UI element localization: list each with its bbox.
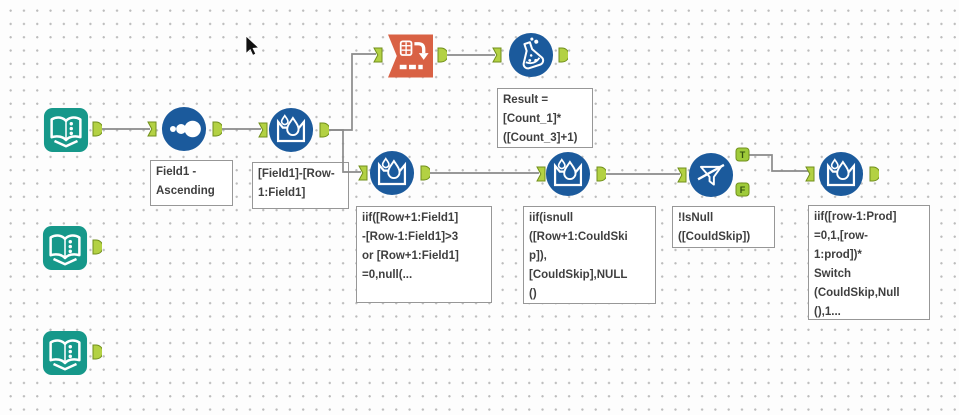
input-anchor[interactable] [373, 47, 383, 63]
output-anchor[interactable] [92, 239, 103, 255]
multi-row-formula-icon[interactable] [545, 151, 591, 197]
input-data-book-icon[interactable] [42, 225, 88, 271]
filter-false-label: F [740, 185, 746, 195]
annotation-filter[interactable]: !IsNull ([CouldSkip]) [672, 206, 775, 248]
output-anchor[interactable] [558, 47, 569, 63]
input-data-book-icon[interactable] [43, 107, 89, 153]
input-anchor[interactable] [358, 165, 368, 181]
filter-true-anchor[interactable]: T [735, 147, 750, 162]
multi-row-formula-icon[interactable] [369, 150, 415, 196]
connection-mrf1-mrf2[interactable] [329, 129, 361, 173]
annotation-multi-row-formula-2[interactable]: iif([Row+1:Field1] -[Row-1:Field1]>3 or … [356, 206, 492, 303]
output-anchor[interactable] [92, 121, 103, 137]
output-anchor[interactable] [420, 165, 431, 181]
annotation-multi-row-formula-4[interactable]: iif([row-1:Prod] =0,1,[row- 1:prod])* Sw… [808, 205, 930, 320]
connection-filter-true-mrf4[interactable] [749, 154, 808, 172]
input-anchor[interactable] [805, 166, 815, 182]
input-anchor[interactable] [258, 122, 268, 138]
annotation-multi-row-formula-3[interactable]: iif(isnull ([Row+1:CouldSki p]), [CouldS… [523, 206, 656, 304]
input-anchor[interactable] [677, 167, 687, 183]
output-anchor[interactable] [869, 166, 880, 182]
output-anchor[interactable] [596, 166, 607, 182]
output-anchor[interactable] [92, 344, 103, 360]
output-anchor[interactable] [212, 121, 223, 137]
connection-mrf1-transpose[interactable] [329, 53, 376, 131]
filter-false-anchor[interactable]: F [735, 182, 750, 197]
sort-circles-icon[interactable] [161, 106, 207, 152]
output-anchor[interactable] [319, 122, 330, 138]
annotation-formula[interactable]: Result = [Count_1]* ([Count_3]+1) [497, 88, 593, 148]
output-anchor[interactable] [437, 47, 448, 63]
multi-row-formula-icon[interactable] [818, 151, 864, 197]
input-anchor[interactable] [536, 166, 546, 182]
input-data-book-icon[interactable] [42, 330, 88, 376]
multi-row-formula-icon[interactable] [268, 107, 314, 153]
formula-flask-icon[interactable] [508, 32, 554, 78]
filter-true-label: T [740, 150, 746, 160]
filter-funnel-icon[interactable] [688, 152, 734, 198]
mouse-cursor-icon [245, 35, 260, 56]
annotation-multi-row-formula-1[interactable]: [Field1]-[Row- 1:Field1] [252, 162, 349, 209]
transpose-icon[interactable] [388, 34, 433, 78]
annotation-sort[interactable]: Field1 - Ascending [150, 160, 233, 206]
